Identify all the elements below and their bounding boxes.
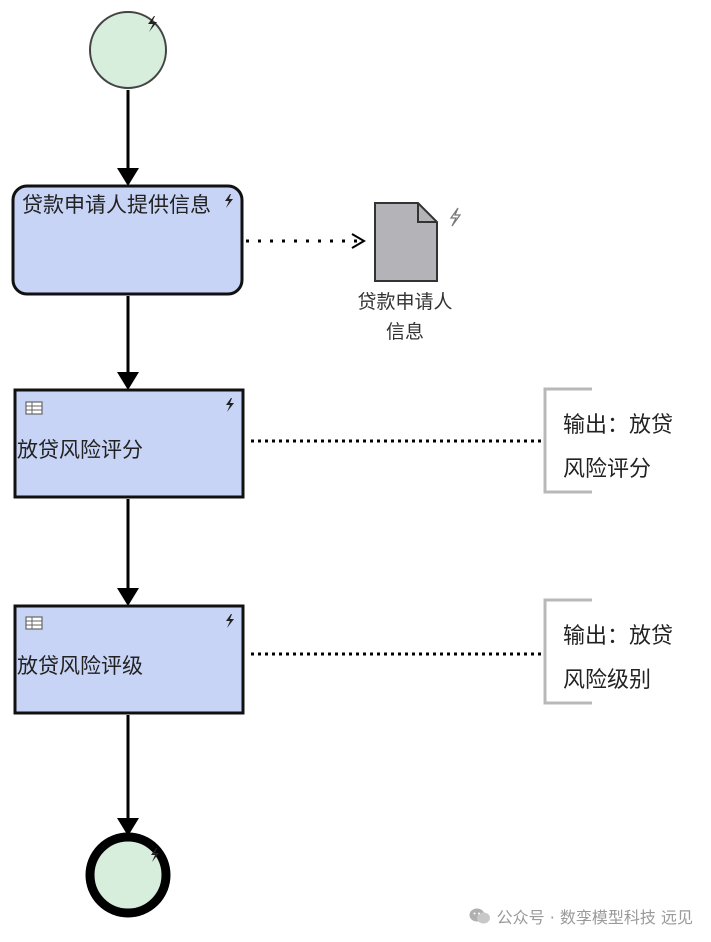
task-risk-rating-lightning-icon [226,614,234,628]
end-event[interactable] [85,832,171,918]
data-object-lightning-icon [449,207,462,227]
start-event-lightning-icon [148,16,157,32]
sequence-flow-2-arrowhead [117,372,139,390]
task-risk-score-lightning-icon [226,398,234,412]
task-risk-score[interactable] [13,388,245,499]
task-provide-info-lightning-icon [225,194,233,208]
task-risk-rating-label: 放贷风险评级 [17,654,143,678]
sequence-flow-3-arrowhead [117,588,139,606]
start-event[interactable] [89,11,167,89]
data-object-label: 贷款申请人 信息 [340,287,470,347]
sequence-flow-1-arrowhead [117,168,139,186]
annotation-1-text: 输出：放贷 风险评分 [563,404,673,492]
task-risk-score-label: 放贷风险评分 [17,438,143,462]
watermark: 公众号 · 数孪模型科技 远见 [469,904,693,928]
task-provide-info-label: 贷款申请人提供信息 [22,193,211,217]
data-object-document[interactable] [374,202,438,282]
task-risk-score-table-icon [25,401,43,415]
data-object-fold [417,203,437,223]
end-event-lightning-icon [151,848,159,862]
annotation-1-line2: 风险评分 [563,457,652,482]
annotation-2-line1: 输出：放贷 [563,624,674,649]
wechat-icon [469,908,490,924]
annotation-2-line2: 风险级别 [563,668,652,693]
task-risk-rating-table-icon [25,616,43,630]
annotation-2-text: 输出：放贷 风险级别 [563,615,673,703]
data-association-arrowhead [351,233,366,249]
annotation-1-line1: 输出：放贷 [563,413,674,438]
annotation-bracket-1 [543,387,592,494]
task-risk-rating[interactable] [13,604,245,715]
task-provide-info[interactable] [11,184,244,296]
data-object-label-line2: 信息 [385,321,424,343]
data-object-label-line1: 贷款申请人 [357,291,453,313]
annotation-bracket-2 [543,598,592,705]
sequence-flow-4-arrowhead [117,818,139,836]
watermark-text: 公众号 · 数孪模型科技 远见 [496,908,693,927]
